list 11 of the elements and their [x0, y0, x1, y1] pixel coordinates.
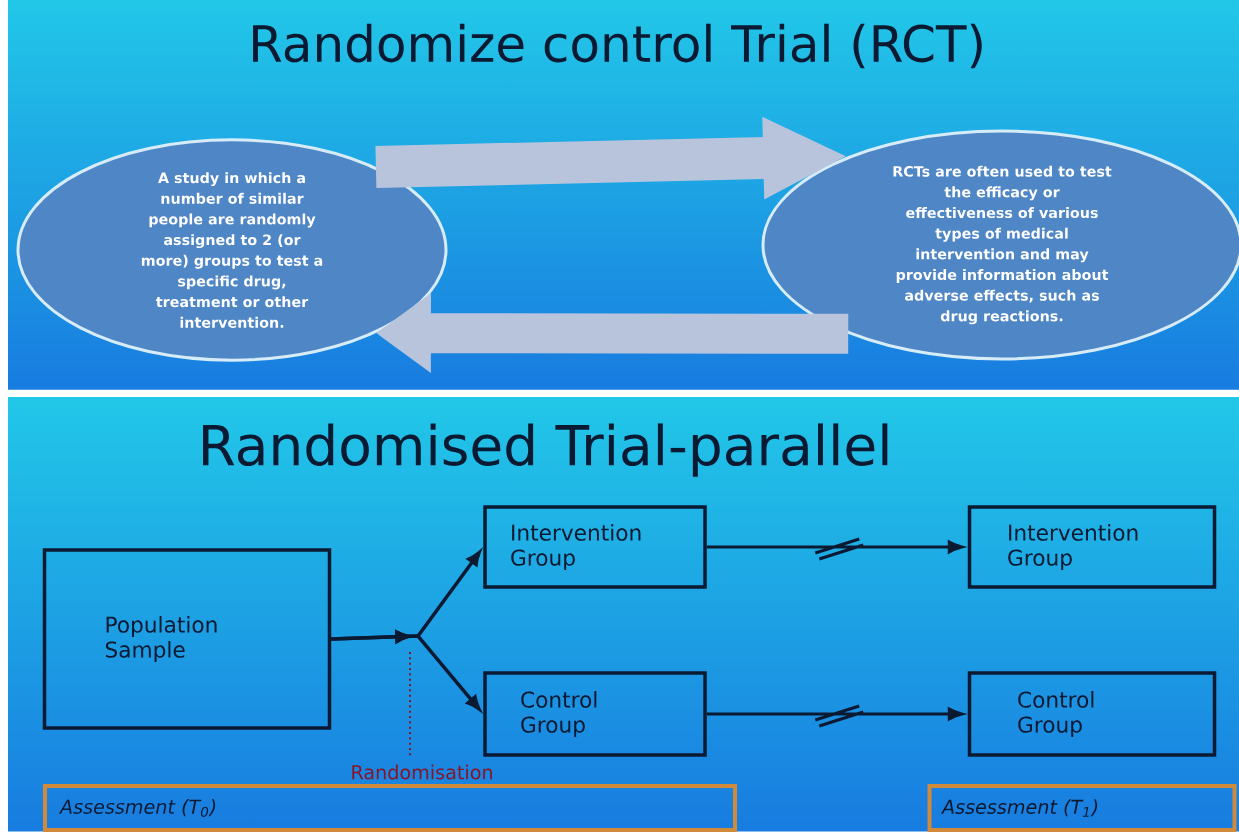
process-box: Intervention Group: [967, 505, 1217, 589]
assessment-box: Assessment (T$_{1}$): [927, 784, 1237, 832]
annotation-label: Randomisation: [352, 764, 492, 780]
slide-title: Randomised Trial-parallel: [203, 423, 888, 477]
process-box: Control Group: [967, 671, 1217, 757]
arrow: [331, 630, 481, 711]
process-box: Control Group: [483, 671, 707, 757]
slide-title: Randomize control Trial (RCT): [253, 23, 982, 69]
assessment-box: Assessment (T$_{0}$): [43, 784, 737, 832]
process-box: Population Sample: [42, 548, 332, 730]
process-box: Intervention Group: [483, 505, 707, 589]
